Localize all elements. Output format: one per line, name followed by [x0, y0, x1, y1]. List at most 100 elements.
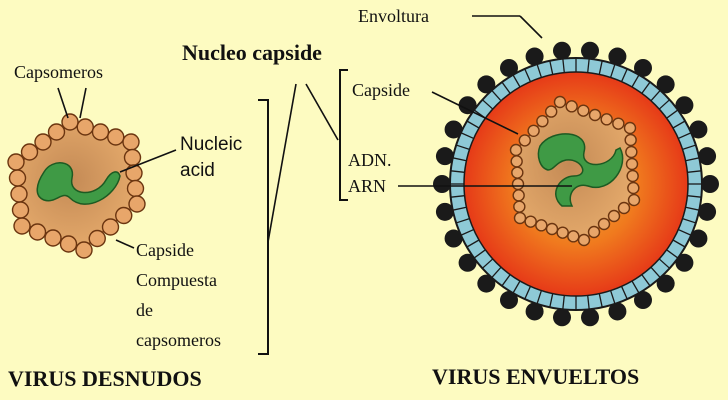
membrane-tick	[562, 295, 565, 310]
capsomere	[75, 241, 93, 259]
capsomere	[513, 211, 527, 225]
capsomere	[617, 201, 631, 215]
capside-compuesta-line4: capsomeros	[136, 330, 221, 350]
envelope-spike	[477, 274, 496, 293]
capsomere	[122, 133, 140, 151]
envelope-spike	[500, 58, 518, 77]
capsomere	[34, 133, 52, 151]
envelope-spike	[698, 202, 717, 221]
leader-lines-left	[57, 83, 339, 249]
envelope-spike	[525, 47, 544, 66]
capsomere	[47, 123, 66, 141]
capsomere	[607, 209, 621, 223]
membrane-tick	[501, 81, 511, 94]
adn-label: ADN.	[348, 150, 392, 170]
membrane-tick	[650, 89, 661, 102]
capsomere	[88, 229, 106, 248]
capside-compuesta-line2: Compuesta	[136, 270, 217, 290]
envelope-spike	[581, 308, 600, 327]
membrane-tick	[641, 274, 651, 287]
capsomere	[59, 235, 78, 253]
envelope-spike	[701, 175, 719, 193]
capsomere	[625, 145, 638, 159]
membrane-tick	[549, 60, 554, 75]
capsomere	[125, 164, 143, 182]
nucleic-acid-strand-right	[537, 133, 624, 207]
membrane-tick	[524, 286, 532, 300]
capsomere	[13, 217, 31, 235]
capside-compuesta-line3: de	[136, 300, 153, 320]
capsomeros-label: Capsomeros	[14, 62, 103, 82]
envelope-spike	[458, 253, 477, 272]
membrane-tick	[501, 274, 511, 287]
membrane-tick	[452, 157, 467, 162]
membrane-tick	[491, 266, 502, 279]
membrane-tick	[658, 99, 671, 110]
membrane-tick	[536, 290, 543, 305]
membrane-tick	[460, 132, 474, 140]
envelope-spike	[444, 120, 463, 139]
membrane-tick	[536, 63, 543, 78]
capsomere	[91, 123, 110, 141]
leader-lines-right	[398, 15, 572, 187]
nucleocapsid-bracket	[339, 69, 348, 201]
membrane-tick	[650, 266, 661, 279]
capsomere	[545, 105, 558, 118]
capsomere	[600, 113, 613, 126]
capsomere	[518, 134, 531, 147]
capsomere	[128, 195, 146, 213]
capsomere	[545, 222, 559, 236]
capsomere	[61, 113, 79, 131]
capsomere	[536, 114, 549, 128]
membrane-tick	[631, 74, 640, 88]
membrane-tick	[658, 258, 671, 269]
capsomere	[623, 121, 637, 135]
membrane-tick	[598, 60, 603, 75]
envelope-spike	[581, 41, 600, 60]
membrane-tick	[672, 239, 686, 248]
capsomere	[511, 177, 525, 191]
capsomere	[20, 143, 39, 161]
membrane-tick	[685, 157, 700, 162]
capsomere	[527, 124, 540, 138]
membrane-tick	[609, 290, 616, 305]
capsomere	[524, 215, 537, 228]
capsomere	[126, 179, 145, 198]
nucleo-capside-title: Nucleo capside	[182, 40, 322, 65]
envelope-spike	[608, 302, 627, 321]
capsomere	[44, 229, 62, 247]
envelope-spike	[634, 291, 652, 310]
membrane-tick	[641, 81, 651, 94]
envoltura-label: Envoltura	[358, 6, 429, 26]
membrane-tick	[682, 144, 697, 151]
nucleic-acid-strand-left	[36, 162, 121, 205]
capsomere	[512, 189, 525, 202]
membrane-tick	[666, 249, 679, 259]
capsomere	[510, 155, 523, 168]
nucleic-acid-label-line2: acid	[180, 160, 215, 181]
membrane-tick	[678, 132, 692, 140]
membrane-tick	[687, 195, 702, 198]
membrane-tick	[587, 58, 590, 73]
membrane-tick	[685, 206, 700, 211]
membrane-tick	[450, 195, 465, 198]
capsomere	[565, 100, 578, 113]
nucleic-acid-label-line1: Nucleic	[180, 134, 242, 155]
capsomere	[627, 181, 640, 195]
capsomere	[509, 143, 523, 157]
envelope-spike	[698, 147, 717, 166]
membrane-tick	[598, 293, 603, 308]
arn-label: ARN	[348, 176, 386, 196]
envelope-spikes	[433, 41, 719, 327]
membrane-tick	[481, 99, 494, 110]
capsomere	[123, 148, 142, 167]
virus-desnudos-caption: VIRUS DESNUDOS	[8, 366, 202, 391]
envelope-spike	[675, 253, 694, 272]
envelope-spike	[433, 175, 451, 193]
capsomere	[7, 153, 25, 171]
envelope-spike	[525, 302, 544, 321]
membrane-tick	[620, 68, 628, 82]
capsomere	[625, 157, 639, 171]
capsomere	[10, 185, 28, 203]
